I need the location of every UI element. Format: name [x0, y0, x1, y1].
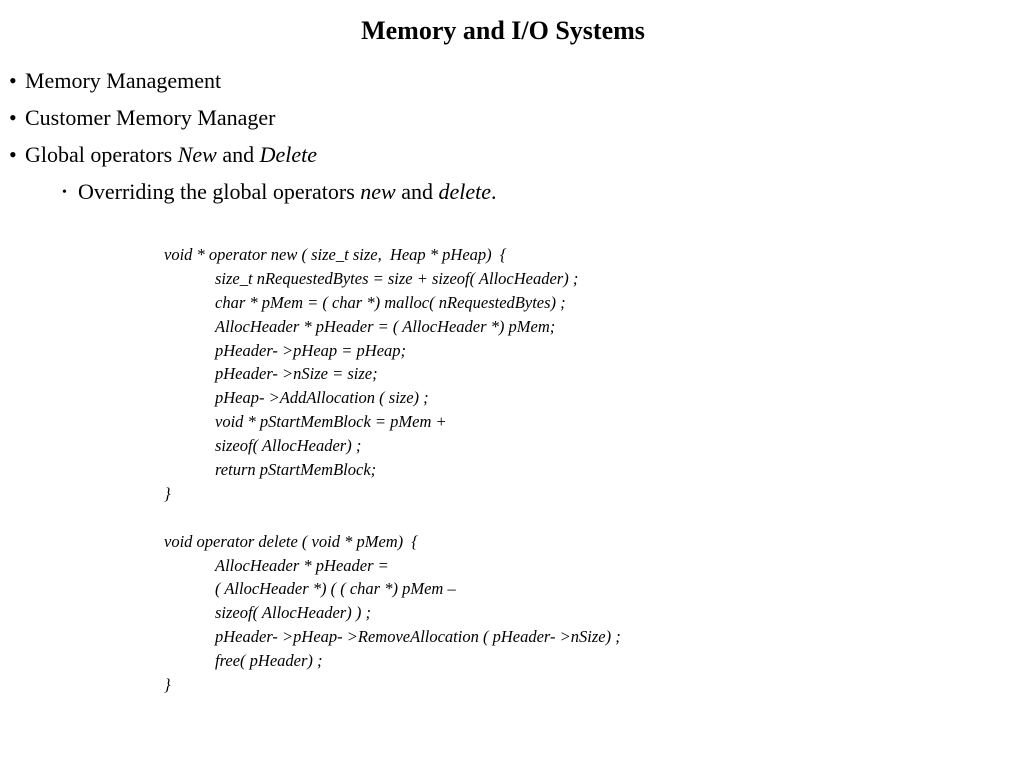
code-line: }: [164, 675, 171, 695]
bullet-item-global-operators: • Global operators New and Delete: [9, 142, 497, 179]
code-line: pHeader- >nSize = size;: [215, 364, 378, 384]
bullet-text: and: [216, 142, 260, 167]
bullet-text-emphasis: Delete: [259, 142, 318, 167]
code-line: pHeap- >AddAllocation ( size) ;: [215, 388, 429, 408]
bullet-text: Overriding the global operators: [78, 179, 361, 204]
bullet-text: and: [395, 179, 439, 204]
bullet-marker: •: [62, 185, 67, 200]
code-line: void * pStartMemBlock = pMem +: [215, 412, 447, 432]
code-line: sizeof( AllocHeader) ;: [215, 436, 362, 456]
code-line: sizeof( AllocHeader) ) ;: [215, 603, 371, 623]
sub-bullet-item-overriding: • Overriding the global operators new and…: [9, 179, 497, 216]
bullet-marker: •: [9, 105, 17, 130]
bullet-list: • Memory Management • Customer Memory Mana…: [9, 68, 497, 216]
code-blank-line: [164, 508, 621, 532]
code-line: return pStartMemBlock;: [215, 460, 377, 480]
bullet-text-emphasis: New: [177, 142, 217, 167]
bullet-item-memory-management: • Memory Management: [9, 68, 497, 105]
bullet-marker: •: [9, 68, 17, 93]
code-line: ( AllocHeader *) ( ( char *) pMem –: [215, 579, 456, 599]
bullet-text: Memory Management: [25, 68, 222, 93]
code-block: void * operator new ( size_t size, Heap …: [164, 245, 621, 699]
bullet-item-customer-memory-manager: • Customer Memory Manager: [9, 105, 497, 142]
code-line: free( pHeader) ;: [215, 651, 323, 671]
bullet-text-emphasis: new: [360, 179, 396, 204]
code-line: void operator delete ( void * pMem) {: [164, 531, 419, 551]
code-line: AllocHeader * pHeader =: [215, 555, 389, 575]
bullet-marker: •: [9, 142, 17, 167]
code-line: void * operator new ( size_t size, Heap …: [164, 245, 507, 264]
code-line: }: [164, 483, 171, 503]
code-line: pHeader- >pHeap- >RemoveAllocation ( pHe…: [215, 627, 621, 647]
code-line: size_t nRequestedBytes = size + sizeof( …: [215, 268, 579, 288]
code-line: AllocHeader * pHeader = ( AllocHeader *)…: [215, 316, 556, 336]
bullet-text: .: [491, 179, 497, 204]
slide-title: Memory and I/O Systems: [361, 16, 645, 45]
code-line: char * pMem = ( char *) malloc( nRequest…: [215, 292, 566, 312]
bullet-text: Customer Memory Manager: [25, 105, 276, 130]
code-line: pHeader- >pHeap = pHeap;: [215, 340, 407, 360]
bullet-text-emphasis: delete: [438, 179, 492, 204]
bullet-text: Global operators: [25, 142, 178, 167]
